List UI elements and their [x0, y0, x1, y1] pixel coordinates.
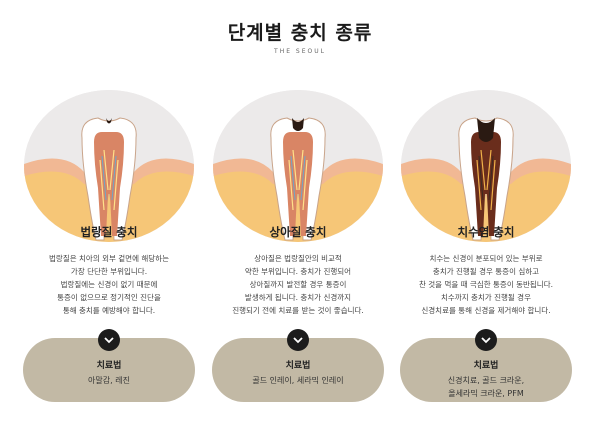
- chevron-down-icon: [293, 337, 303, 344]
- treatment-value: 골드 인레이, 세라믹 인레이: [252, 376, 344, 385]
- stage-card-enamel: 법랑질 충치 법랑질은 치아의 외부 겉면에 해당하는 가장 단단한 부위입니다…: [23, 90, 195, 420]
- stage-name: 치수염 충치: [457, 225, 515, 239]
- stage-description: 치수는 신경이 분포되어 있는 부위로 충치가 진행될 경우 통증이 심하고 찬…: [419, 254, 553, 315]
- tooth-illustration-enamel: [24, 90, 194, 242]
- stage-description: 법랑질은 치아의 외부 겉면에 해당하는 가장 단단한 부위입니다. 법랑질에는…: [49, 254, 169, 315]
- chevron-down-icon: [104, 337, 114, 344]
- stage-name: 법랑질 충치: [80, 225, 138, 239]
- stage-name: 상아질 충치: [269, 225, 327, 239]
- expand-button[interactable]: [475, 329, 497, 351]
- page-subtitle: THE SEOUL: [274, 48, 326, 55]
- tooth-illustration-pulpitis: [401, 90, 571, 242]
- page-title: 단계별 충치 종류: [227, 22, 373, 44]
- treatment-label: 치료법: [473, 361, 499, 371]
- stage-card-pulpitis: 치수염 충치 치수는 신경이 분포되어 있는 부위로 충치가 진행될 경우 통증…: [400, 90, 572, 420]
- treatment-value: 신경치료, 골드 크라운, 올세라믹 크라운, PFM: [447, 376, 525, 398]
- expand-button[interactable]: [98, 329, 120, 351]
- treatment-label: 치료법: [285, 361, 311, 371]
- stage-description: 상아질은 법랑질안의 비교적 약한 부위입니다. 충치가 진행되어 상아질까지 …: [232, 254, 364, 315]
- expand-button[interactable]: [287, 329, 309, 351]
- tooth-illustration-dentin: [213, 90, 383, 242]
- stage-card-dentin: 상아질 충치 상아질은 법랑질안의 비교적 약한 부위입니다. 충치가 진행되어…: [212, 90, 384, 420]
- treatment-label: 치료법: [96, 361, 122, 371]
- chevron-down-icon: [481, 337, 491, 344]
- treatment-value: 아말감, 레진: [88, 376, 130, 385]
